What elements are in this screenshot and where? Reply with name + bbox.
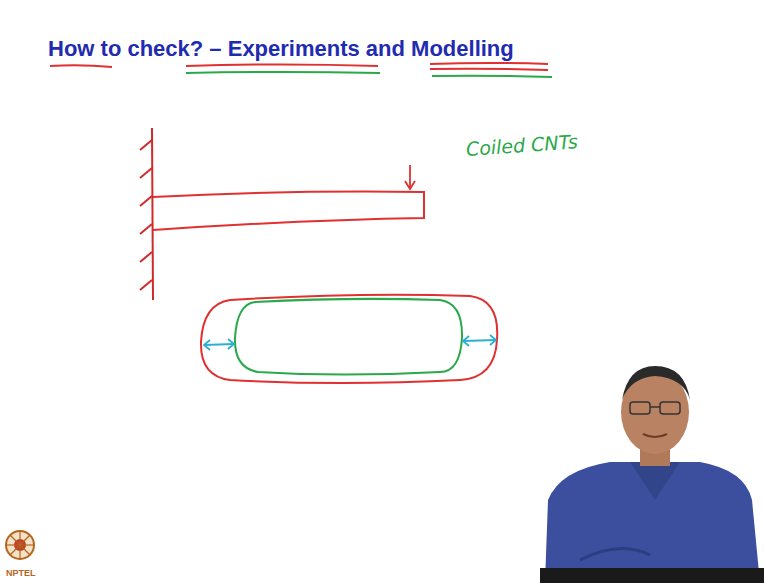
inner-shape (235, 299, 462, 375)
underline (432, 76, 552, 77)
nptel-logo (6, 531, 34, 559)
underline (430, 69, 548, 70)
underline (186, 65, 378, 67)
presenter (540, 366, 764, 583)
fixed-wall (140, 128, 153, 300)
underline (50, 65, 112, 67)
load-arrow (405, 165, 415, 189)
cantilever-beam (153, 192, 424, 230)
logo-label: NPTEL (6, 568, 36, 578)
slide-title: How to check? – Experiments and Modellin… (48, 36, 514, 62)
handwritten-note: Coiled CNTs (465, 130, 578, 160)
thickness-arrow (204, 335, 496, 350)
underline (186, 72, 380, 73)
underline (430, 63, 548, 64)
outer-shape (201, 295, 497, 383)
